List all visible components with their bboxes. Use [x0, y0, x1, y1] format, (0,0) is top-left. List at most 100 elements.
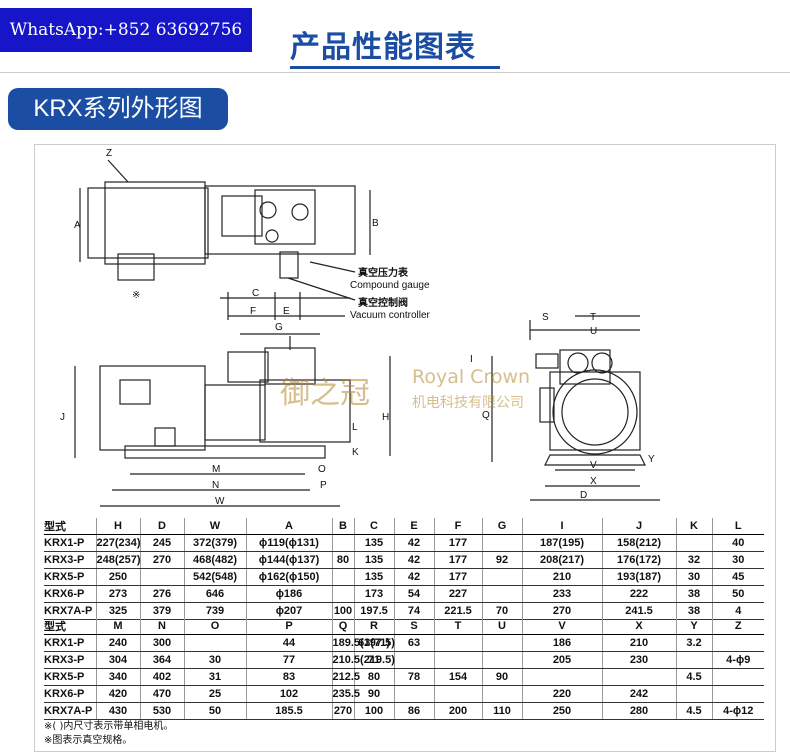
watermark-brand-en: Royal Crown — [412, 366, 531, 388]
table-cell: 187(195) — [522, 534, 603, 552]
table-cell — [676, 534, 713, 552]
table-cell: 189.5(197.5) — [332, 634, 395, 652]
table-cell: KRX6-P — [44, 685, 97, 703]
table-cell: 102 — [246, 685, 333, 703]
table-cell: 38 — [676, 602, 713, 620]
table-cell — [712, 634, 764, 652]
table-cell: 250 — [522, 702, 603, 720]
table-cell: 30 — [184, 651, 247, 669]
table-cell: 135 — [354, 551, 395, 569]
dim-b: B — [372, 218, 379, 229]
table-cell — [332, 568, 355, 586]
table-cell: KRX5-P — [44, 568, 97, 586]
table-cell: 340 — [96, 668, 141, 686]
table-cell — [522, 668, 603, 686]
table-cell: KRX3-P — [44, 551, 97, 569]
table-cell: KRX6-P — [44, 585, 97, 603]
column-header: E — [394, 518, 435, 535]
table-cell: 92 — [482, 551, 523, 569]
table-cell: 50 — [184, 702, 247, 720]
table-cell — [184, 634, 247, 652]
outline-drawing: Z A B C E F G H J K L M N W O P S T U Q … — [60, 148, 660, 507]
table-cell: KRX7A-P — [44, 602, 97, 620]
column-header: V — [522, 618, 603, 635]
dim-z: Z — [106, 148, 112, 159]
dim-c: C — [252, 288, 259, 299]
column-header: Z — [712, 618, 764, 635]
gauge-label-en: Compound gauge — [350, 280, 430, 291]
table-cell: 242 — [602, 685, 677, 703]
table-cell: 173 — [354, 585, 395, 603]
column-header: P — [246, 618, 333, 635]
dim-f: F — [250, 306, 256, 317]
watermark-sub: 机电科技有限公司 — [412, 395, 524, 411]
table-cell: 227 — [434, 585, 483, 603]
table-cell: ϕ162(ϕ150) — [246, 568, 333, 586]
column-header: W — [184, 518, 247, 535]
table-cell: 176(172) — [602, 551, 677, 569]
table-cell: 273 — [96, 585, 141, 603]
dim-i: I — [470, 354, 473, 365]
table-cell: 221.5 — [434, 602, 483, 620]
section-header: KRX系列外形图 — [8, 88, 228, 130]
table-cell: 235.5 — [332, 685, 360, 703]
column-header: C — [354, 518, 395, 535]
table-cell: 42 — [394, 568, 435, 586]
table-cell — [332, 534, 355, 552]
table-cell — [676, 685, 713, 703]
table-cell: 250 — [96, 568, 141, 586]
table-cell: 197.5 — [354, 602, 395, 620]
table-cell: 200 — [434, 702, 483, 720]
table-cell: 63 — [394, 634, 435, 652]
table-cell: 468(482) — [184, 551, 247, 569]
table-cell: 54 — [394, 585, 435, 603]
table-cell: KRX3-P — [44, 651, 97, 669]
table-cell: 233 — [522, 585, 603, 603]
table-cell: 74 — [394, 602, 435, 620]
table-cell — [712, 668, 764, 686]
table-cell: 276 — [140, 585, 185, 603]
table-cell: 193(187) — [602, 568, 677, 586]
column-header: R — [354, 618, 395, 635]
table-cell — [434, 651, 483, 669]
table-cell: 30 — [712, 551, 764, 569]
column-header: D — [140, 518, 185, 535]
table-cell: ϕ207 — [246, 602, 333, 620]
column-header: B — [332, 518, 355, 535]
table-cell: 25 — [184, 685, 247, 703]
table-cell: 44 — [246, 634, 333, 652]
table-cell: 80 — [332, 551, 355, 569]
column-header: U — [482, 618, 523, 635]
table-cell — [394, 651, 435, 669]
table-cell: 270 — [332, 702, 355, 720]
table-cell — [712, 685, 764, 703]
table-cell: ϕ186 — [246, 585, 333, 603]
table-cell: 177 — [434, 551, 483, 569]
column-header: H — [96, 518, 141, 535]
dim-t: T — [590, 312, 596, 323]
table-cell: 220 — [522, 685, 603, 703]
table-cell: 135 — [354, 568, 395, 586]
table-cell: 304 — [96, 651, 141, 669]
table-cell: 50 — [712, 585, 764, 603]
dim-j: J — [60, 412, 65, 423]
diagram-panel — [34, 144, 776, 752]
table-cell: KRX5-P — [44, 668, 97, 686]
column-header: Q — [332, 618, 355, 635]
table-cell: 430 — [96, 702, 141, 720]
note-1: ※( )内尺寸表示带单相电机。 — [44, 721, 174, 732]
table-cell — [482, 534, 523, 552]
table-cell — [602, 668, 677, 686]
table-cell: 70 — [482, 602, 523, 620]
table-cell: 372(379) — [184, 534, 247, 552]
column-header: 型式 — [44, 618, 97, 635]
table-cell: 83 — [246, 668, 333, 686]
table-cell — [482, 568, 523, 586]
table-cell: ϕ144(ϕ137) — [246, 551, 333, 569]
table-cell: 270 — [522, 602, 603, 620]
table-cell — [482, 585, 523, 603]
dim-w: W — [215, 496, 225, 507]
table-cell: 100 — [354, 702, 395, 720]
column-header: M — [96, 618, 141, 635]
